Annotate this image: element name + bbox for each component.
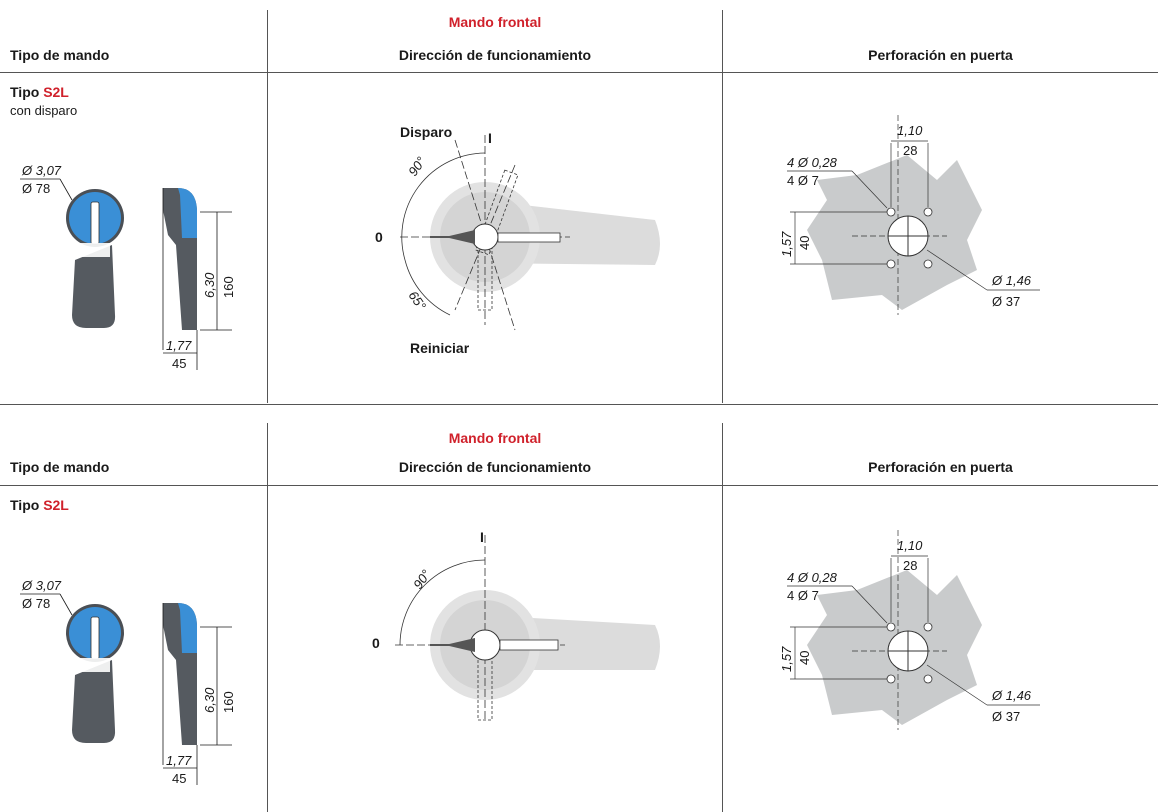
drill-height-mm: 40 bbox=[797, 236, 812, 250]
handle-height-in: 6,30 bbox=[202, 687, 217, 713]
type-subtitle: con disparo bbox=[10, 103, 78, 118]
handle-height-in: 6,30 bbox=[202, 272, 217, 298]
drilling-drawing: 1,10 28 4 Ø 0,28 4 Ø 7 1,57 40 Ø 1,46 Ø … bbox=[779, 530, 1040, 730]
col-header-type: Tipo de mando bbox=[10, 459, 110, 475]
handle-dia-mm: Ø 78 bbox=[22, 596, 50, 611]
handle-grip bbox=[72, 660, 116, 743]
divider-v1 bbox=[267, 423, 268, 812]
label-trip: Disparo bbox=[400, 124, 452, 140]
col-header-drilling: Perforación en puerta bbox=[868, 47, 1013, 63]
header-rule bbox=[0, 72, 1158, 73]
handle-depth-in: 1,77 bbox=[166, 338, 192, 353]
drill-hole-in: Ø 1,46 bbox=[991, 688, 1032, 703]
drill-height-mm: 40 bbox=[797, 651, 812, 665]
angle-top: 90° bbox=[405, 154, 429, 179]
drill-holes-mm: 4 Ø 7 bbox=[787, 588, 819, 603]
handle-depth-mm: 45 bbox=[172, 771, 186, 786]
handle-dia-mm: Ø 78 bbox=[22, 181, 50, 196]
col-header-drilling: Perforación en puerta bbox=[868, 459, 1013, 475]
col-header-type: Tipo de mando bbox=[10, 47, 110, 63]
type-code: S2L bbox=[43, 497, 69, 513]
header-rule bbox=[0, 485, 1158, 486]
type-prefix: Tipo bbox=[10, 84, 44, 100]
section-separator bbox=[0, 404, 1158, 405]
angle-bottom: 65° bbox=[406, 288, 430, 313]
handle-dia-in: Ø 3,07 bbox=[21, 578, 62, 593]
handle-grip bbox=[72, 245, 116, 328]
drilling-drawing: 1,10 28 4 Ø 0,28 4 Ø 7 1,57 40 Ø 1,46 Ø … bbox=[779, 115, 1040, 315]
label-on: I bbox=[488, 130, 492, 146]
drill-width-in: 1,10 bbox=[897, 538, 923, 553]
label-on: I bbox=[480, 529, 484, 545]
type-code: S2L bbox=[43, 84, 69, 100]
type-title: Tipo S2L bbox=[10, 84, 69, 100]
col-header-direction: Dirección de funcionamiento bbox=[398, 47, 592, 63]
drill-width-mm: 28 bbox=[903, 558, 917, 573]
drill-holes-in: 4 Ø 0,28 bbox=[787, 155, 838, 170]
drill-holes-mm: 4 Ø 7 bbox=[787, 173, 819, 188]
drill-hole-mm: Ø 37 bbox=[992, 709, 1020, 724]
divider-v2 bbox=[722, 10, 723, 403]
direction-drawing: Disparo I 0 Reiniciar 90° 65° bbox=[375, 124, 660, 356]
label-off: 0 bbox=[375, 229, 383, 245]
drill-width-mm: 28 bbox=[903, 143, 917, 158]
drill-height-in: 1,57 bbox=[779, 646, 794, 672]
handle-depth-mm: 45 bbox=[172, 356, 186, 371]
handle-drawing: Ø 3,07 Ø 78 1,77 45 6,30 160 bbox=[20, 578, 236, 786]
drill-hole-in: Ø 1,46 bbox=[991, 273, 1032, 288]
handle-dia-in: Ø 3,07 bbox=[21, 163, 62, 178]
drill-width-in: 1,10 bbox=[897, 123, 923, 138]
handle-depth-in: 1,77 bbox=[166, 753, 192, 768]
col-header-direction: Dirección de funcionamiento bbox=[398, 459, 592, 475]
handle-drawing: Ø 3,07 Ø 78 1,77 45 6,30 160 bbox=[20, 163, 236, 371]
direction-drawing: I 0 90° bbox=[372, 529, 660, 721]
drill-height-in: 1,57 bbox=[779, 231, 794, 257]
group-header: Mando frontal bbox=[448, 430, 542, 446]
group-header: Mando frontal bbox=[448, 14, 542, 30]
label-reset: Reiniciar bbox=[410, 340, 470, 356]
type-prefix: Tipo bbox=[10, 497, 44, 513]
label-off: 0 bbox=[372, 635, 380, 651]
drill-hole-mm: Ø 37 bbox=[992, 294, 1020, 309]
divider-v1 bbox=[267, 10, 268, 403]
angle-top: 90° bbox=[410, 567, 434, 592]
divider-v2 bbox=[722, 423, 723, 812]
type-title: Tipo S2L bbox=[10, 497, 69, 513]
drill-holes-in: 4 Ø 0,28 bbox=[787, 570, 838, 585]
handle-height-mm: 160 bbox=[221, 276, 236, 298]
handle-height-mm: 160 bbox=[221, 691, 236, 713]
